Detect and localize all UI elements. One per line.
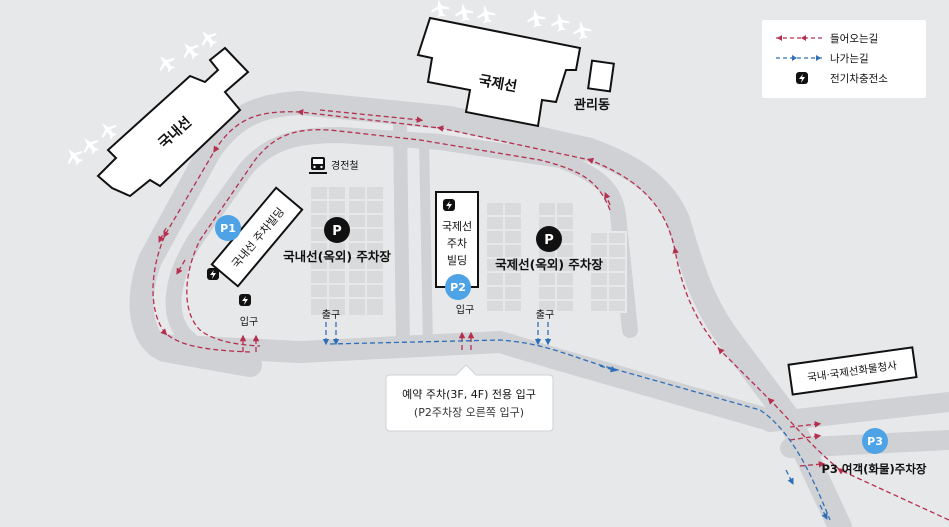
p1-marker[interactable]: P1 <box>215 215 241 241</box>
cargo-terminal: 국내·국제선화물청사 <box>787 346 918 396</box>
p3-marker-label: P3 <box>867 435 883 448</box>
international-parking-building-line-1: 국제선 <box>442 220 472 233</box>
light-rail-label: 경전철 <box>331 159 359 172</box>
international-parking-building-line-2: 주차 <box>447 237 467 250</box>
international-terminal: 국제선 관리동 <box>416 16 615 128</box>
admin-building-label: 관리동 <box>574 97 610 113</box>
legend-incoming: 들어오는길 <box>776 32 878 45</box>
p2-marker[interactable]: P2 <box>445 274 471 300</box>
airplane-icons <box>67 0 592 166</box>
reserved-parking-callout: 예약 주차(3F, 4F) 전용 입구 (P2주차장 오른쪽 입구) <box>385 364 554 432</box>
ev-charging-icon <box>239 294 251 306</box>
incoming-routes <box>152 109 949 521</box>
callout-line-1: 예약 주차(3F, 4F) 전용 입구 <box>402 387 536 401</box>
admin-building <box>587 59 615 93</box>
p2-marker-label: P2 <box>450 281 466 294</box>
international-outdoor-parking: P 국제선(옥외) 주차장 <box>495 226 603 272</box>
p1-marker-label: P1 <box>220 222 236 235</box>
legend: 들어오는길 나가는길 전기차충전소 <box>762 20 926 98</box>
legend-ev-label: 전기차충전소 <box>830 73 888 85</box>
parking-p-icon: P <box>544 233 554 248</box>
domestic-exit-label: 출구 <box>322 309 340 321</box>
parking-p-icon: P <box>332 224 342 239</box>
train-icon <box>309 157 327 174</box>
cargo-road <box>760 392 949 432</box>
domestic-outdoor-parking: P 국내선(옥외) 주차장 <box>283 217 391 264</box>
international-terminal-label: 국제선 <box>477 73 518 95</box>
middle-road <box>393 118 410 352</box>
ev-charging-icon <box>207 268 219 280</box>
international-parking-building: 국제선 주차 빌딩 <box>435 191 479 288</box>
legend-ev: 전기차충전소 <box>796 72 888 85</box>
international-parking-building-line-3: 빌딩 <box>447 254 467 267</box>
p3-parking-label: P3 여객(화물)주차장 <box>821 462 926 476</box>
ev-charging-icon <box>443 199 455 211</box>
legend-outgoing-label: 나가는길 <box>830 52 869 65</box>
p2-entry-label: 입구 <box>456 303 474 316</box>
international-outdoor-parking-label: 국제선(옥외) 주차장 <box>495 257 603 272</box>
p1-entry-label: 입구 <box>240 315 258 328</box>
middle-road-2 <box>419 135 433 350</box>
legend-incoming-label: 들어오는길 <box>830 32 878 45</box>
domestic-outdoor-parking-label: 국내선(옥외) 주차장 <box>283 249 391 264</box>
legend-outgoing: 나가는길 <box>776 52 869 65</box>
p3-marker[interactable]: P3 <box>862 428 888 454</box>
domestic-terminal: 국내선 <box>96 46 250 198</box>
international-exit-label: 출구 <box>536 309 554 321</box>
outgoing-routes <box>322 322 831 521</box>
callout-line-2: (P2주차장 오른쪽 입구) <box>414 406 524 419</box>
ev-charging-icon <box>796 72 808 84</box>
light-rail: 경전철 <box>309 157 359 174</box>
